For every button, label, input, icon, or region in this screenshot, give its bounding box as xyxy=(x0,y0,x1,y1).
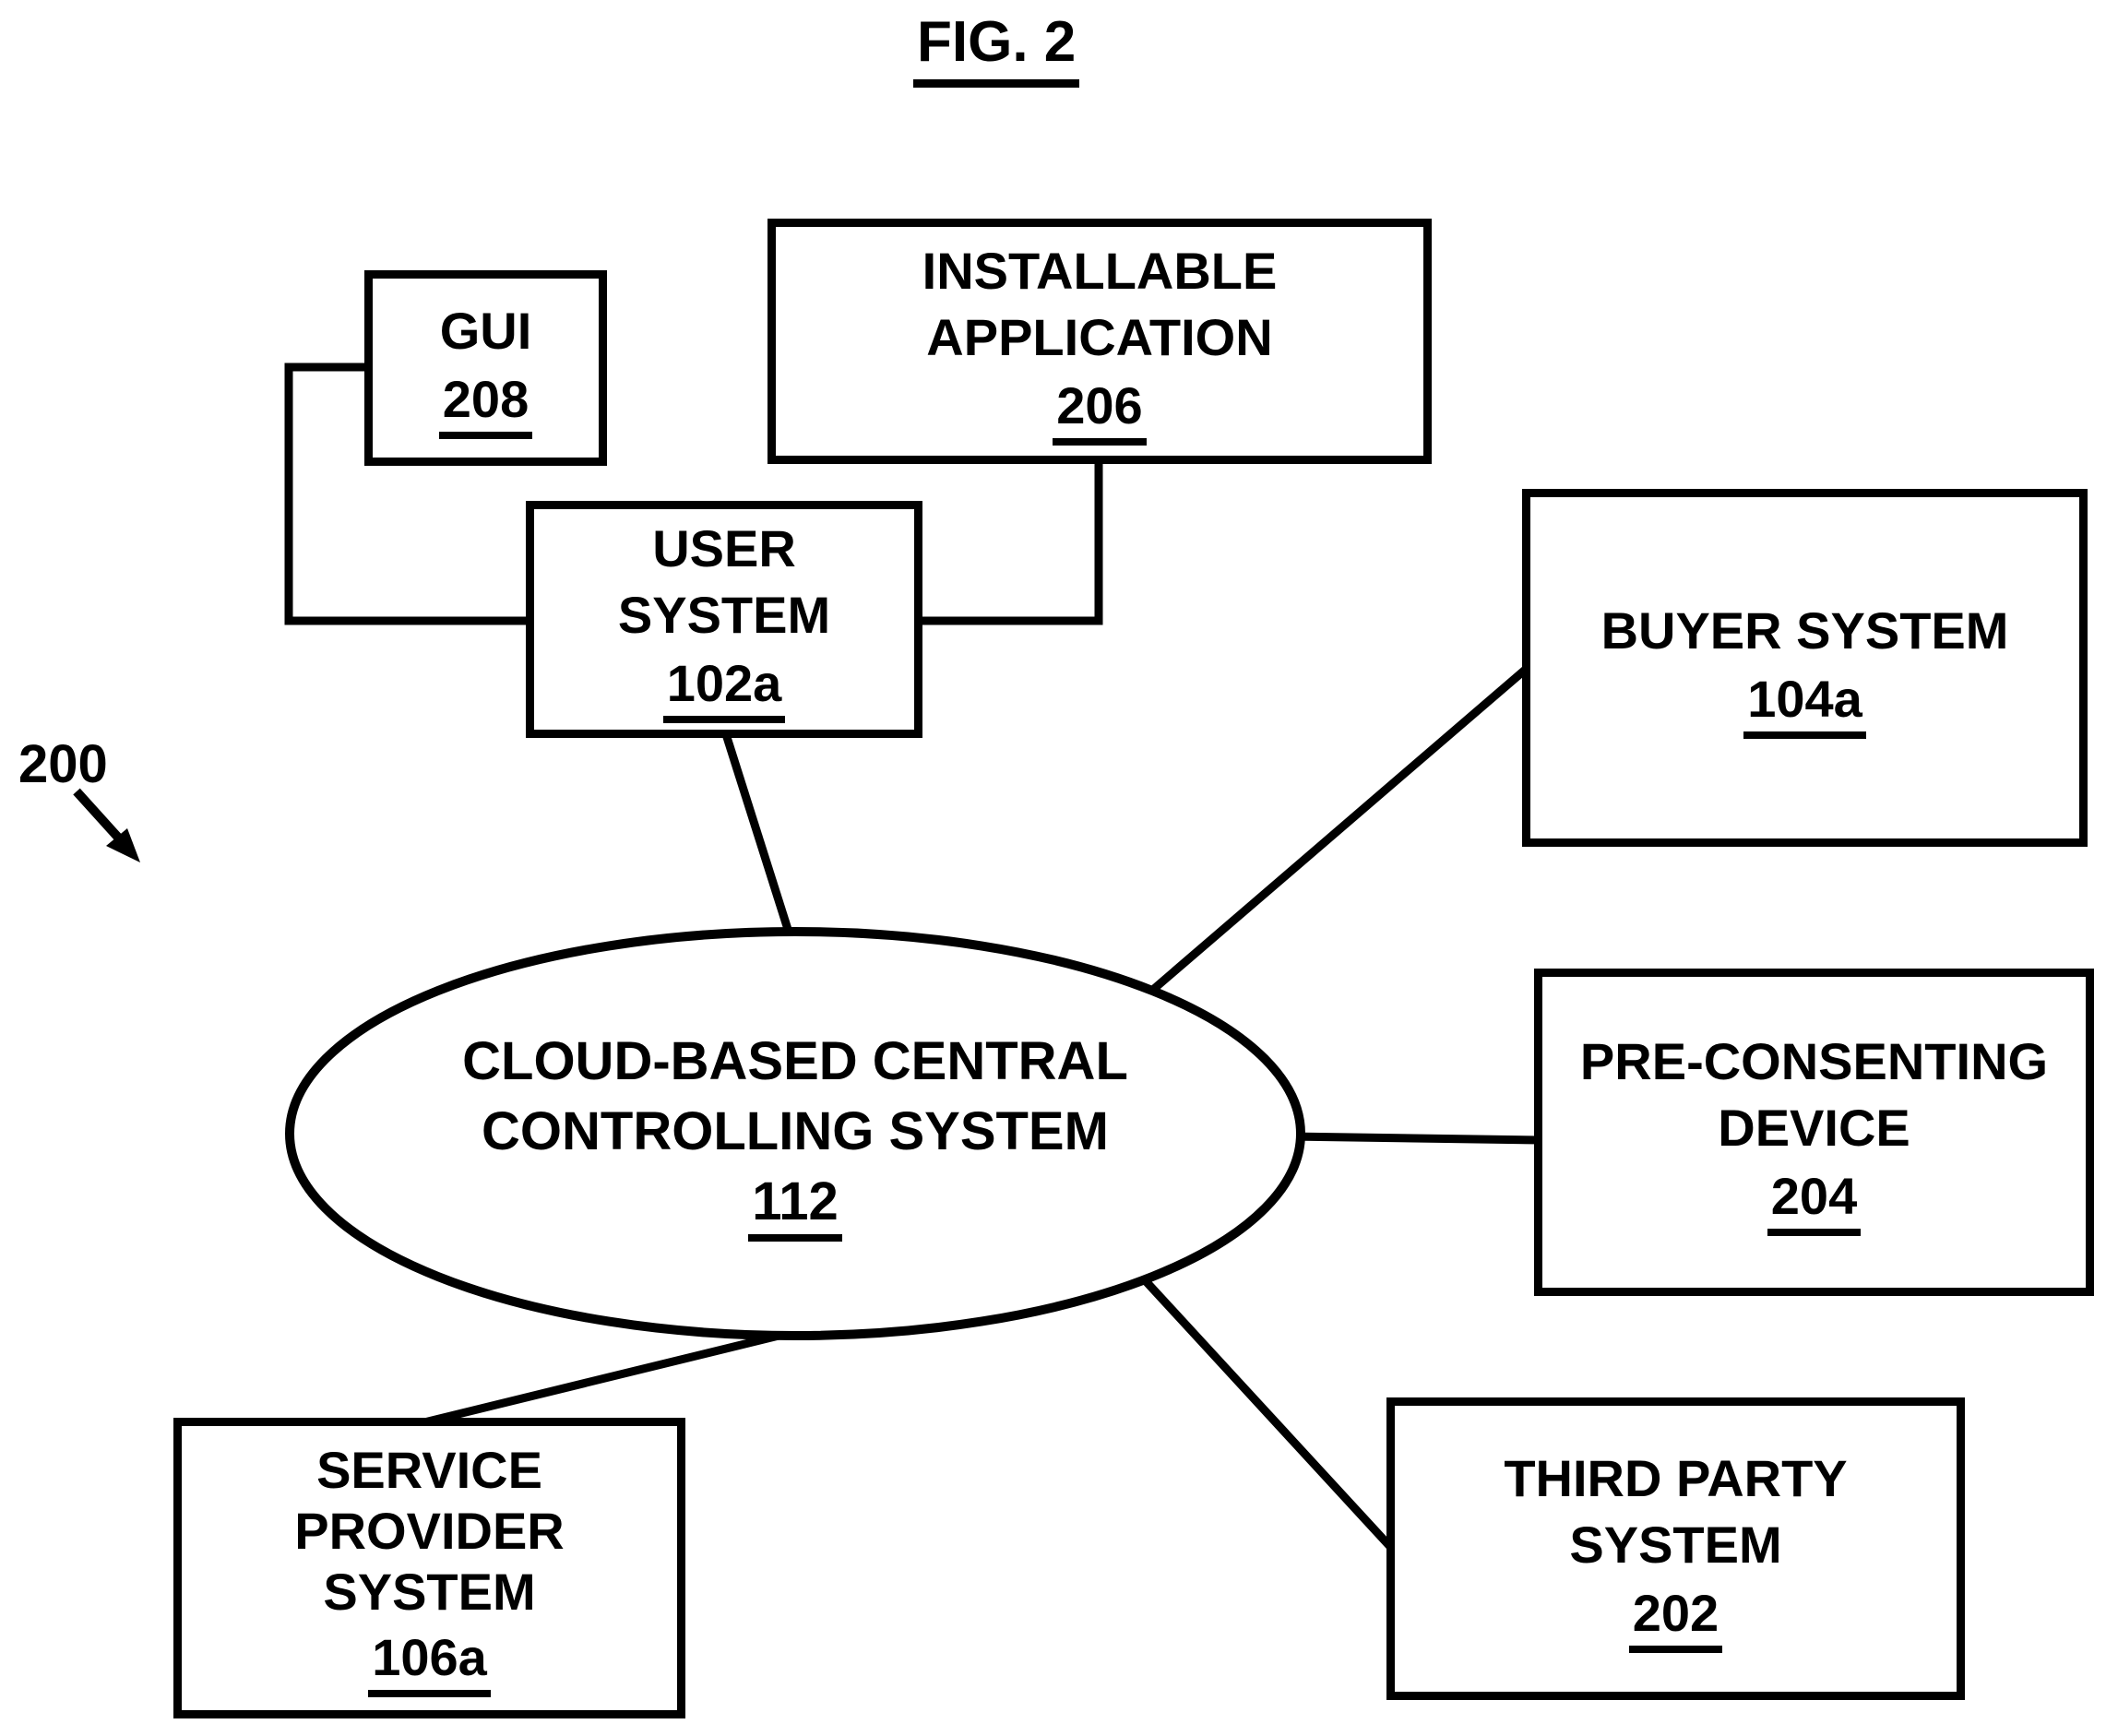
node-third-party-system-text: THIRD PARTY SYSTEM 202 xyxy=(1504,1445,1848,1653)
node-user-system-text: USER SYSTEM 102a xyxy=(618,516,830,723)
node-installable-application-ref: 206 xyxy=(1053,376,1147,446)
edge-cloud-buyer-system xyxy=(1132,662,1532,1009)
figure-title: FIG. 2 xyxy=(913,13,1080,88)
node-pre-consenting-device: PRE-CONSENTING DEVICE 204 xyxy=(1534,969,2094,1296)
node-installable-application-label: INSTALLABLE APPLICATION xyxy=(922,241,1278,366)
node-installable-application: INSTALLABLE APPLICATION 206 xyxy=(767,219,1432,464)
node-third-party-system: THIRD PARTY SYSTEM 202 xyxy=(1386,1397,1965,1700)
node-cloud-central-controlling-system: CLOUD-BASED CENTRAL CONTROLLING SYSTEM 1… xyxy=(382,950,1208,1317)
edge-gui-user-system xyxy=(284,363,533,625)
node-buyer-system-text: BUYER SYSTEM 104a xyxy=(1600,598,2009,739)
node-gui-ref: 208 xyxy=(438,370,533,439)
edge-cloud-service-provider-system xyxy=(422,1322,818,1427)
figure-title-text: FIG. 2 xyxy=(913,13,1080,88)
node-cloud-central-controlling-system-label: CLOUD-BASED CENTRAL CONTROLLING SYSTEM xyxy=(462,1030,1128,1161)
node-service-provider-system-ref: 106a xyxy=(368,1628,491,1697)
figure-ref-arrowhead-icon xyxy=(106,828,140,862)
node-gui-text: GUI 208 xyxy=(438,298,533,439)
node-buyer-system-label: BUYER SYSTEM xyxy=(1600,600,2009,660)
node-gui: GUI 208 xyxy=(364,270,607,466)
edge-cloud-third-party-system xyxy=(1133,1267,1397,1553)
node-service-provider-system: SERVICE PROVIDER SYSTEM 106a xyxy=(173,1418,685,1718)
node-buyer-system-ref: 104a xyxy=(1743,670,1866,739)
node-cloud-central-controlling-system-shape xyxy=(285,927,1305,1340)
node-user-system-ref: 102a xyxy=(662,654,786,723)
figure-ref-arrow-shaft xyxy=(73,788,124,843)
node-service-provider-system-label: SERVICE PROVIDER SYSTEM xyxy=(294,1440,565,1621)
figure-ref-label: 200 xyxy=(18,734,108,794)
node-user-system: USER SYSTEM 102a xyxy=(526,501,922,738)
node-service-provider-system-text: SERVICE PROVIDER SYSTEM 106a xyxy=(294,1440,565,1697)
edge-cloud-pre-consenting-device xyxy=(1286,1132,1541,1145)
node-buyer-system: BUYER SYSTEM 104a xyxy=(1522,489,2088,847)
edge-installable-application-user-system xyxy=(917,458,1103,625)
edge-user-system-cloud xyxy=(721,732,796,943)
node-pre-consenting-device-text: PRE-CONSENTING DEVICE 204 xyxy=(1580,1029,2048,1236)
node-user-system-label: USER SYSTEM xyxy=(617,519,831,644)
node-pre-consenting-device-label: PRE-CONSENTING DEVICE xyxy=(1579,1032,2049,1157)
node-third-party-system-label: THIRD PARTY SYSTEM xyxy=(1504,1448,1848,1574)
node-pre-consenting-device-ref: 204 xyxy=(1767,1167,1862,1236)
node-cloud-central-controlling-system-ref: 112 xyxy=(748,1171,842,1242)
node-installable-application-text: INSTALLABLE APPLICATION 206 xyxy=(922,238,1278,446)
node-third-party-system-ref: 202 xyxy=(1628,1584,1723,1653)
node-gui-label: GUI xyxy=(439,301,532,360)
